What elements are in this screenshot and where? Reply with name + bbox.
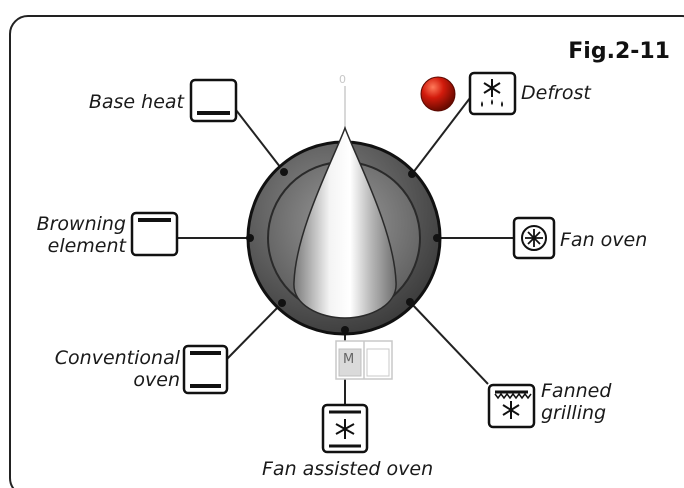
label-conventional-oven: Conventional oven bbox=[55, 347, 180, 391]
conventional-oven-icon bbox=[182, 344, 229, 395]
label-base-heat: Base heat bbox=[88, 91, 184, 113]
selector-knob[interactable] bbox=[246, 125, 442, 336]
figure-label: Fig.2-11 bbox=[568, 39, 670, 64]
indicator-lamp bbox=[420, 76, 456, 112]
label-conventional-oven-line1: Conventional bbox=[54, 347, 180, 369]
fanned-grilling-icon bbox=[487, 383, 536, 429]
defrost-icon bbox=[468, 71, 517, 116]
knob-pointer bbox=[293, 125, 397, 319]
label-browning-element-line1: Browning bbox=[36, 213, 126, 235]
memory-button-label: M bbox=[343, 352, 355, 367]
base-heat-icon bbox=[189, 78, 238, 123]
label-browning-element-line2: element bbox=[47, 235, 126, 257]
label-fan-assisted-oven: Fan assisted oven bbox=[262, 458, 434, 480]
label-browning-element: Browning element bbox=[37, 213, 126, 257]
fan-assisted-oven-icon bbox=[321, 403, 369, 454]
label-conventional-oven-line2: oven bbox=[133, 369, 180, 391]
fan-oven-icon bbox=[512, 216, 556, 260]
label-fanned-grilling-line2: grilling bbox=[541, 402, 607, 424]
zero-mark-label: 0 bbox=[339, 73, 346, 86]
label-fanned-grilling-line1: Fanned bbox=[541, 380, 612, 402]
memory-button[interactable] bbox=[335, 340, 393, 380]
label-defrost: Defrost bbox=[521, 82, 591, 104]
label-fan-oven: Fan oven bbox=[560, 229, 648, 251]
knob-position-dots bbox=[246, 168, 441, 334]
label-fanned-grilling: Fanned grilling bbox=[541, 380, 611, 424]
browning-element-icon bbox=[130, 211, 179, 257]
